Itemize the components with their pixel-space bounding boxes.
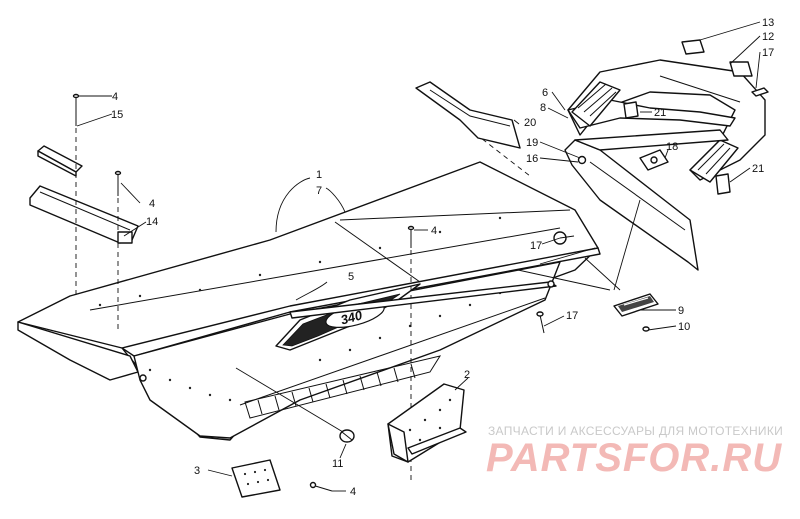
bolt-4d-part — [309, 481, 333, 492]
callout-21a: 21 — [654, 107, 666, 119]
bolt-4a-part — [72, 93, 80, 126]
callout-4d: 4 — [350, 486, 356, 498]
bolt-4c-part — [407, 225, 415, 248]
callout-3: 3 — [194, 465, 200, 477]
callout-4c: 4 — [431, 225, 437, 237]
callout-9: 9 — [678, 305, 684, 317]
callout-17c: 17 — [762, 47, 774, 59]
rear-flap-part — [415, 81, 521, 149]
callout-1: 1 — [316, 169, 322, 181]
callout-5: 5 — [348, 271, 354, 283]
bolt-17b-part — [536, 311, 545, 334]
callout-11: 11 — [332, 458, 343, 470]
callout-10: 10 — [678, 321, 690, 333]
bracket-18-part — [639, 149, 669, 171]
callout-18: 18 — [666, 141, 678, 153]
callout-8: 8 — [540, 102, 546, 114]
callout-12: 12 — [762, 31, 774, 43]
plug-part — [339, 429, 355, 443]
callout-2: 2 — [464, 369, 470, 381]
rear-panel-part — [567, 39, 769, 183]
bracket-15-part — [37, 145, 83, 177]
callout-17a: 17 — [530, 240, 542, 252]
rear-rail-part — [289, 280, 557, 319]
clip-21b-part — [715, 173, 731, 195]
clip-21a-part — [623, 101, 639, 119]
callout-4a: 4 — [112, 91, 118, 103]
rear-frame-part — [564, 129, 729, 271]
watermark-logo: PARTSFOR.RU — [486, 436, 783, 480]
emblem-plate-part — [613, 293, 659, 317]
main-hood-part — [17, 161, 601, 441]
callout-21b: 21 — [752, 163, 764, 175]
callout-19: 19 — [526, 137, 538, 149]
callout-20: 20 — [524, 117, 536, 129]
callout-14: 14 — [146, 216, 158, 228]
watermark-tagline: ЗАПЧАСТИ И АКСЕССУАРЫ ДЛЯ МОТОТЕХНИКИ — [488, 424, 784, 438]
callout-17b: 17 — [566, 310, 578, 322]
callout-15: 15 — [111, 109, 123, 121]
callout-6: 6 — [542, 87, 548, 99]
screw-10-part — [642, 326, 650, 332]
bolt-4b-part — [114, 170, 122, 196]
callout-4b: 4 — [149, 198, 155, 210]
callout-16: 16 — [526, 153, 538, 165]
decal-text: 340 — [339, 307, 365, 327]
bracket-14-part — [29, 185, 139, 244]
washer-16-part — [577, 155, 587, 165]
callout-7: 7 — [316, 185, 322, 197]
reinforcement-plate-part — [387, 383, 467, 463]
callout-13: 13 — [762, 17, 774, 29]
small-plate-part — [231, 459, 281, 498]
